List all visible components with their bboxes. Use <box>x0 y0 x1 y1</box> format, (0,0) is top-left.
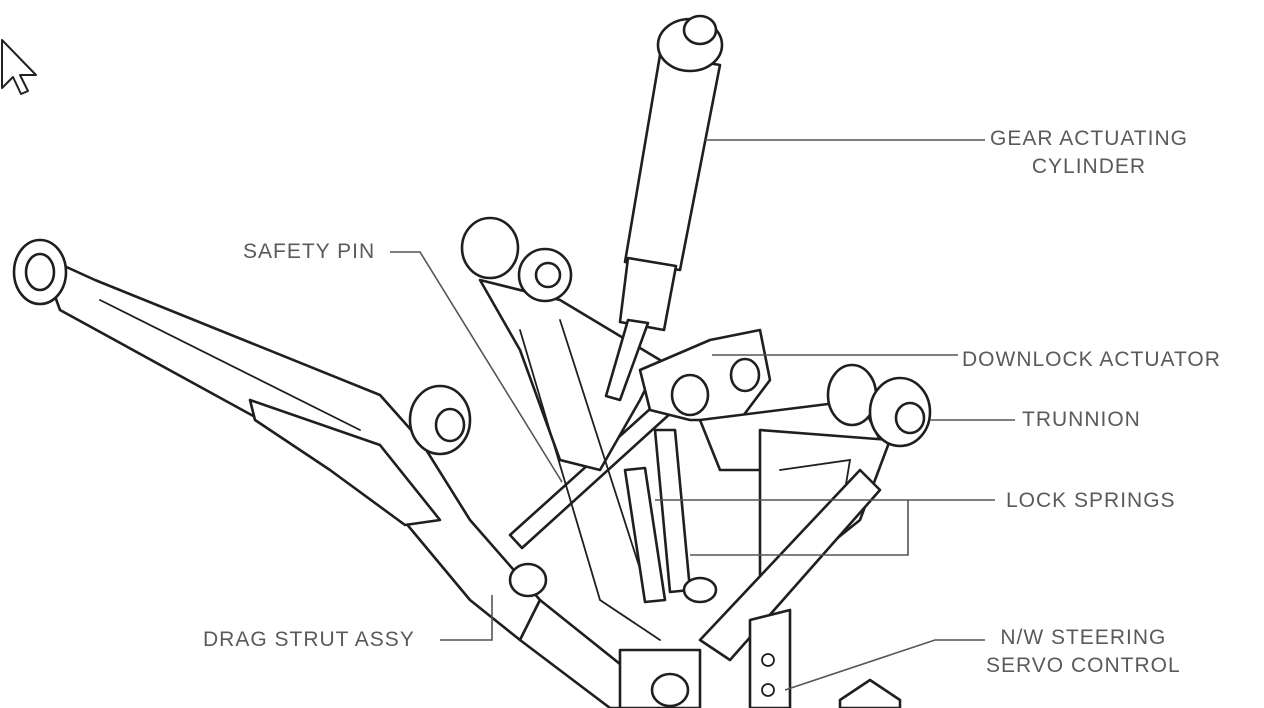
label-safety-pin: SAFETY PIN <box>243 240 376 263</box>
lock-springs <box>623 428 718 604</box>
label-nw-steering-line1: N/W STEERING <box>1000 626 1167 649</box>
label-nw-steering-servo-control: N/W STEERING SERVO CONTROL <box>986 624 1181 680</box>
gear-actuating-cylinder <box>604 14 724 402</box>
label-trunnion: TRUNNION <box>1022 408 1141 431</box>
label-downlock-actuator: DOWNLOCK ACTUATOR <box>962 348 1221 371</box>
label-gear-actuating-cylinder: GEAR ACTUATING CYLINDER <box>990 125 1188 181</box>
label-lock-springs: LOCK SPRINGS <box>1006 489 1176 512</box>
mouse-pointer-icon <box>1 39 37 95</box>
label-nw-steering-line2: SERVO CONTROL <box>986 654 1181 677</box>
leader-lines <box>390 139 1015 691</box>
label-drag-strut-assy: DRAG STRUT ASSY <box>203 628 415 651</box>
label-gear-actuating-cylinder-line2: CYLINDER <box>1031 155 1147 178</box>
downlock-actuator <box>638 328 772 422</box>
label-gear-actuating-cylinder-line1: GEAR ACTUATING <box>990 127 1188 150</box>
trunnion <box>618 363 932 708</box>
center-frame <box>460 216 662 641</box>
